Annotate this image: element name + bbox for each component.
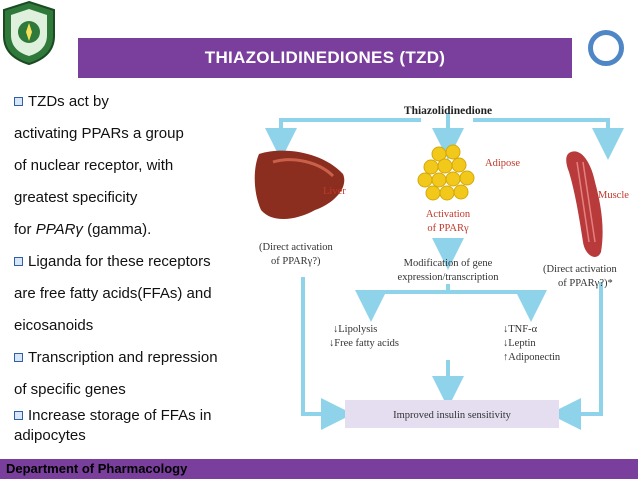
bullet-text: are free fatty acids(FFAs) and: [14, 285, 212, 302]
college-logo: [0, 0, 58, 66]
footer-department: Department of Pharmacology: [0, 459, 638, 479]
arrow-liver-to-insulin: [301, 277, 353, 430]
bullet-text: TZDs act by: [28, 93, 109, 110]
arrow-top-to-muscle: [473, 118, 624, 160]
diagram-direct-right-1: (Direct activation: [543, 264, 618, 275]
checkbox-bullet-icon: [14, 97, 23, 106]
diagram-label-adipose: Adipose: [485, 158, 520, 169]
diagram-activation-2: of PPARγ: [427, 223, 469, 234]
diagram-activation-1: Activation: [426, 209, 471, 220]
arrow-modification-split: [369, 284, 533, 304]
bullet-text: for PPARγ (gamma).: [14, 220, 151, 240]
bullet-text: eicosanoids: [14, 317, 94, 334]
diagram-insulin: Improved insulin sensitivity: [393, 410, 512, 421]
bullet-4: Increase storage of FFAs in: [14, 406, 211, 426]
checkbox-bullet-icon: [14, 411, 23, 420]
diagram-leptin: ↓Leptin: [503, 338, 536, 349]
bullet-text: of nuclear receptor, with: [14, 157, 174, 174]
diagram-direct-left-2: of PPARγ?): [271, 256, 321, 267]
diagram-direct-right-2: of PPARγ?)*: [558, 278, 613, 289]
adipose-cells-icon: [417, 144, 475, 201]
insulin-sensitivity-box: [345, 400, 559, 428]
bullet-text: activating PPARs a group: [14, 125, 184, 142]
diagram-label-liver: Liver: [323, 186, 346, 197]
decorative-ring-icon: [588, 30, 624, 66]
diagram-direct-left-1: (Direct activation: [259, 242, 334, 253]
bullet-1: TZDs act by: [14, 92, 109, 112]
diagram-ffa: ↓Free fatty acids: [329, 338, 399, 349]
bullet-text-post: (gamma).: [82, 221, 152, 238]
diagram-lipolysis: ↓Lipolysis: [333, 324, 377, 335]
checkbox-bullet-icon: [14, 353, 23, 362]
bullet-text-pre: for: [14, 221, 36, 238]
arrow-muscle-to-insulin: [549, 282, 603, 430]
bullet-text: Increase storage of FFAs in: [28, 407, 212, 424]
diagram-modification-2: expression/transcription: [398, 272, 500, 283]
diagram-label-top: Thiazolidinedione: [404, 105, 492, 117]
arrow-top-to-liver: [265, 118, 421, 160]
bullet-text: of specific genes: [14, 381, 126, 398]
slide-title: THIAZOLIDINEDIONES (TZD): [78, 38, 572, 78]
diagram-modification-1: Modification of gene: [404, 258, 493, 269]
diagram-label-muscle: Muscle: [598, 190, 629, 201]
bullet-text: adipocytes: [14, 427, 86, 444]
bullet-text: greatest specificity: [14, 189, 138, 206]
diagram-adiponectin: ↑Adiponectin: [503, 352, 561, 363]
diagram-tnf: ↓TNF-α: [503, 324, 538, 335]
bullet-text-emphasis: PPARγ: [35, 221, 83, 238]
bullet-text: Liganda for these receptors: [28, 253, 211, 270]
checkbox-bullet-icon: [14, 257, 23, 266]
bullet-text: Transcription and repression: [28, 349, 218, 366]
bullet-3: Transcription and repression: [14, 348, 218, 368]
bullet-2: Liganda for these receptors: [14, 252, 211, 272]
tzd-mechanism-diagram: Thiazolidinedione Liver (Direct activati…: [253, 92, 638, 442]
